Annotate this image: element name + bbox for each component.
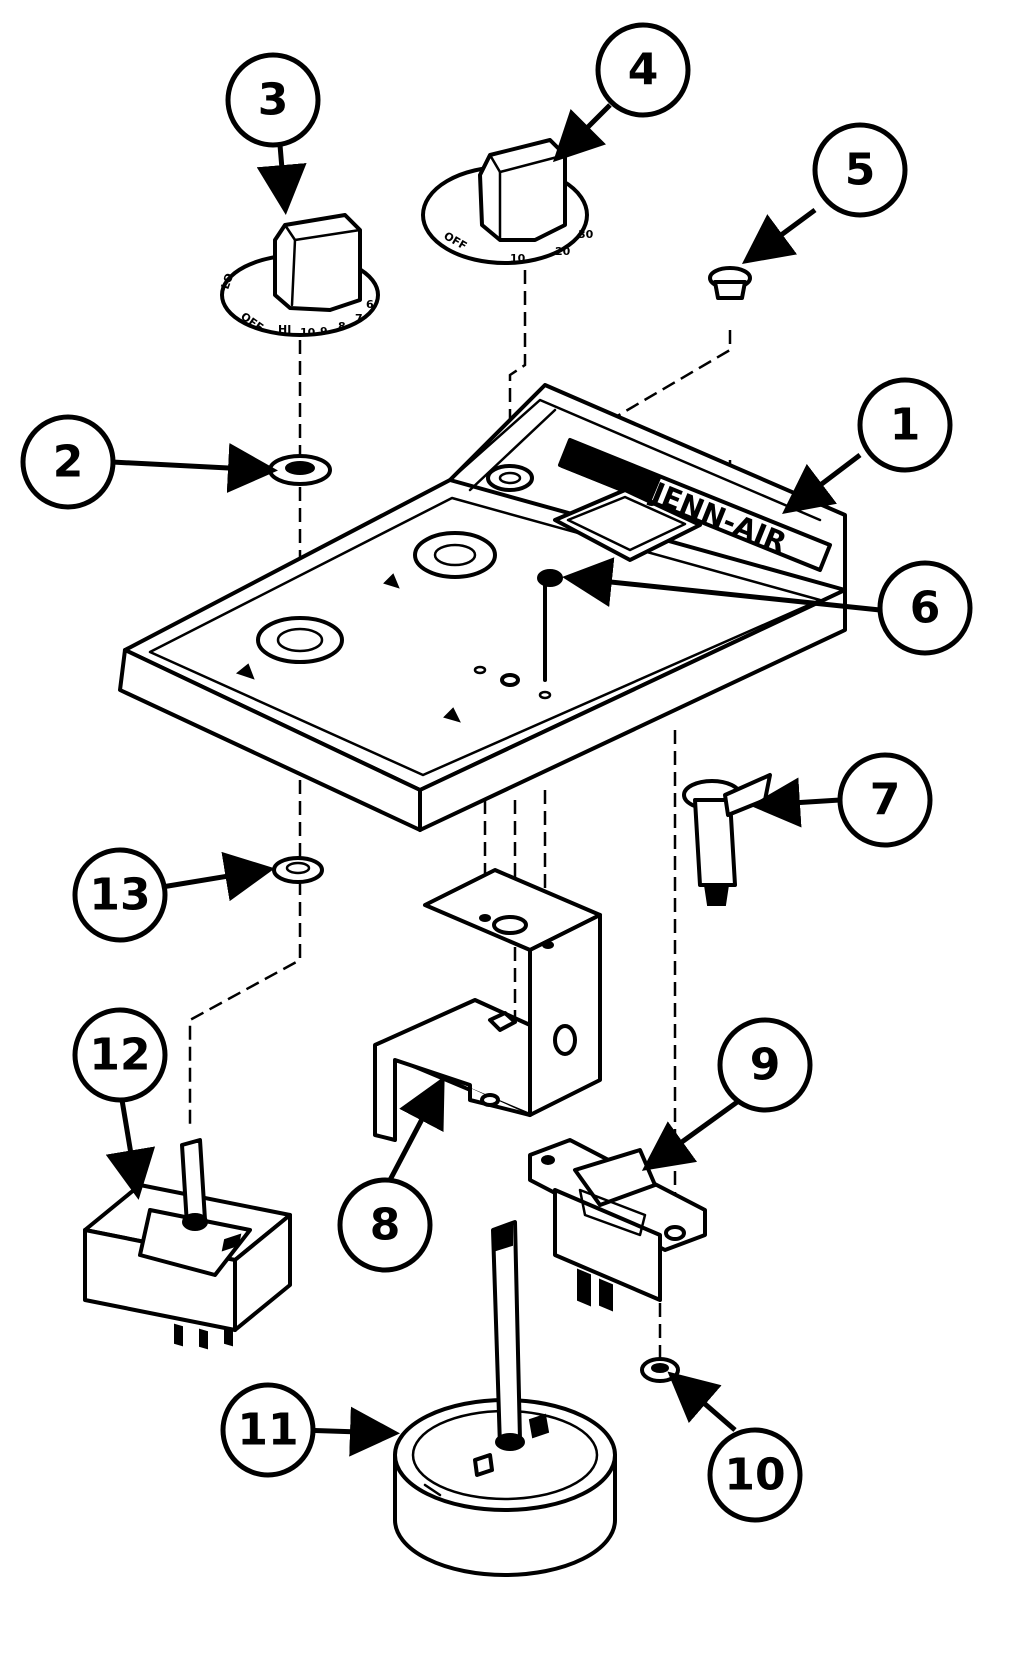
callout-3-label: 3 <box>258 75 289 126</box>
callout-3: 3 <box>225 52 321 148</box>
callout-9: 9 <box>717 1017 813 1113</box>
screw-6 <box>537 569 563 682</box>
callout-5-label: 5 <box>845 145 876 196</box>
knob-4: OFF 10 20 30 <box>421 138 594 265</box>
callout-6-label: 6 <box>910 583 941 634</box>
switch-12 <box>83 1138 292 1350</box>
callout-5: 5 <box>812 122 908 218</box>
callout-1-label: 1 <box>890 400 921 451</box>
timer-11 <box>393 1220 617 1577</box>
dial-right-10: 10 <box>510 252 526 265</box>
callout-7-label: 7 <box>870 775 901 826</box>
callout-2: 2 <box>20 414 116 510</box>
callout-13-label: 13 <box>89 870 150 921</box>
dial-left-8: 8 <box>338 320 346 333</box>
dial-right-30: 30 <box>578 228 594 241</box>
dial-left-10: 10 <box>300 326 316 339</box>
dial-left-9: 9 <box>320 325 328 338</box>
callout-11: 11 <box>220 1382 316 1478</box>
callout-10: 10 <box>707 1427 803 1523</box>
callout-4-label: 4 <box>628 45 659 96</box>
dial-left-6: 6 <box>366 298 374 311</box>
callout-2-label: 2 <box>53 437 84 488</box>
plug-5 <box>708 266 752 300</box>
callout-7: 7 <box>837 752 933 848</box>
washer-13 <box>272 856 324 884</box>
callout-8: 8 <box>337 1177 433 1273</box>
bracket-8 <box>373 868 602 1142</box>
dial-left-hi: HI <box>278 323 291 336</box>
callout-8-label: 8 <box>370 1200 401 1251</box>
callout-1: 1 <box>857 377 953 473</box>
callout-13: 13 <box>72 847 168 943</box>
dial-left-lo: LO <box>219 272 237 291</box>
callout-11-label: 11 <box>237 1405 298 1456</box>
leader-arrows <box>105 103 881 1457</box>
lamp-7 <box>682 773 772 906</box>
dial-left-7: 7 <box>355 312 363 325</box>
callout-12-label: 12 <box>89 1030 150 1081</box>
nut-10 <box>640 1357 680 1383</box>
grommet-2 <box>268 454 332 486</box>
callout-10-label: 10 <box>724 1450 785 1501</box>
dial-right-20: 20 <box>555 245 571 258</box>
switch-9 <box>528 1138 707 1312</box>
callout-4: 4 <box>595 22 691 118</box>
callout-9-label: 9 <box>750 1040 781 1091</box>
control-panel <box>118 383 847 832</box>
knob-3: OFF HI 10 9 8 7 6 LO <box>219 213 380 339</box>
callout-6: 6 <box>877 560 973 656</box>
callout-12: 12 <box>72 1007 168 1103</box>
